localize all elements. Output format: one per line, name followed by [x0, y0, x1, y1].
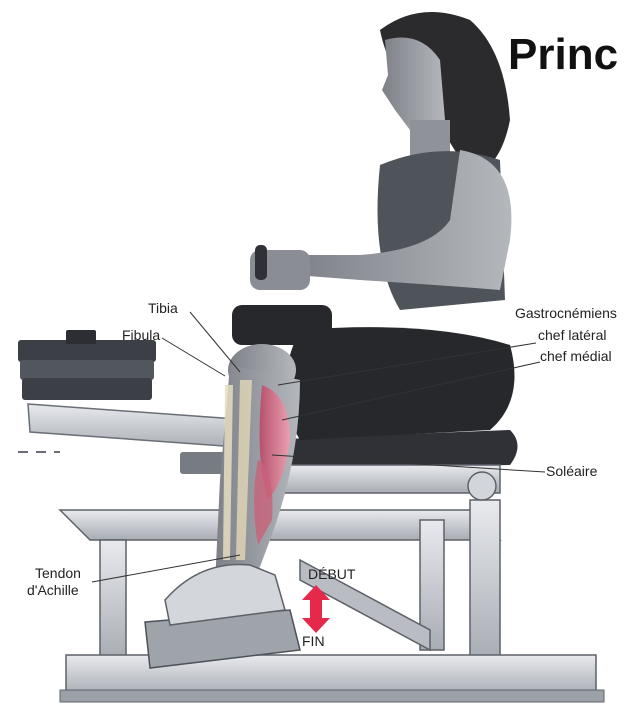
seat — [260, 430, 518, 500]
machine-frame — [60, 500, 604, 702]
label-chef-medial: chef médial — [540, 348, 612, 364]
label-tibia: Tibia — [148, 300, 178, 316]
label-chef-lateral: chef latéral — [538, 327, 606, 343]
label-fibula: Fibula — [122, 327, 160, 343]
label-tendon-line2: d'Achille — [27, 582, 79, 598]
page-title: Princ — [508, 30, 627, 80]
label-tendon-line1: Tendon — [35, 565, 81, 581]
label-debut: DÉBUT — [308, 566, 355, 582]
label-soleaire: Soléaire — [546, 463, 597, 479]
label-fin: FIN — [302, 633, 325, 649]
label-gastrocnemien: Gastrocnémiens — [515, 305, 627, 321]
